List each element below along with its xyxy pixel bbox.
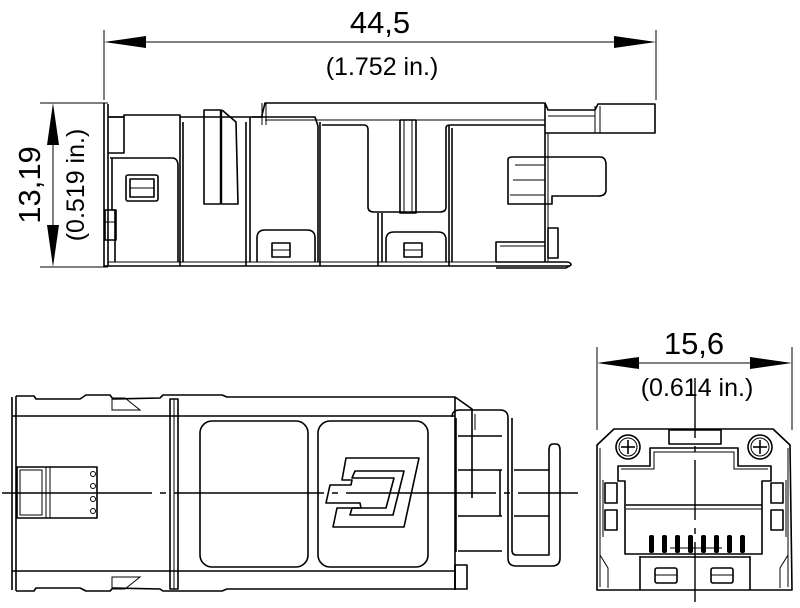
height-dimension: 13,19 (0.519 in.)	[12, 102, 108, 268]
screw-icon	[615, 434, 641, 460]
length-imperial-label: (1.752 in.)	[326, 53, 439, 81]
width-metric-label: 15,6	[664, 326, 724, 361]
side-view	[103, 102, 656, 269]
length-metric-label: 44,5	[350, 5, 410, 40]
top-view	[2, 394, 578, 592]
length-dimension: 44,5 (1.752 in.)	[103, 5, 657, 100]
width-dimension: 15,6 (0.614 in.)	[596, 326, 793, 430]
contact-pins	[649, 535, 745, 553]
screw-icon	[747, 434, 773, 460]
front-view	[596, 378, 793, 606]
height-imperial-label: (0.519 in.)	[62, 129, 90, 242]
height-metric-label: 13,19	[12, 146, 47, 224]
width-imperial-label: (0.614 in.)	[641, 374, 754, 402]
